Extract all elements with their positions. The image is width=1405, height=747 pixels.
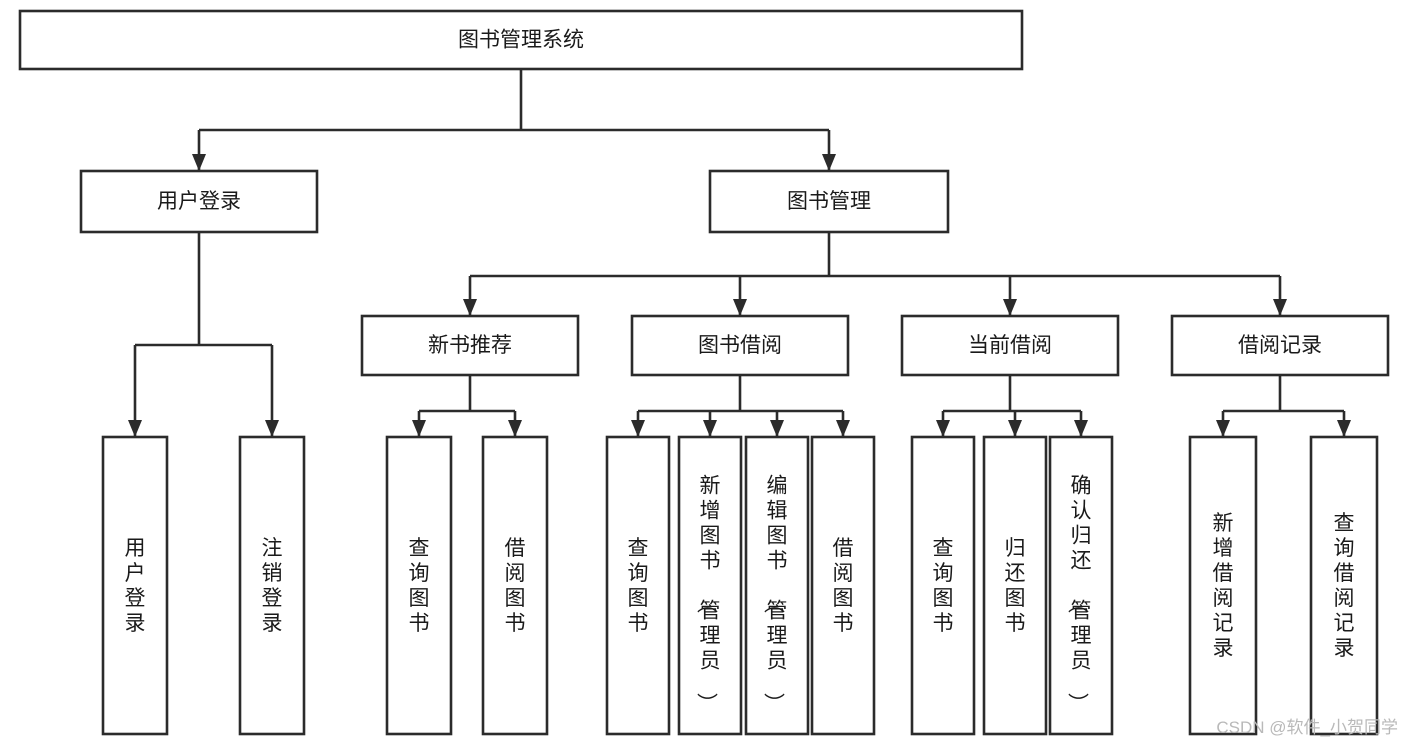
connector-lines-group [128, 69, 1351, 437]
csdn-watermark: CSDN @软件_小贺同学 [1216, 718, 1398, 737]
node-level3-当前借阅[interactable]: 当前借阅 [900, 314, 1120, 377]
node-box-rect [101, 435, 169, 736]
node-label: 归还图书 [1005, 537, 1026, 635]
node-label: 借阅图书 [505, 537, 526, 635]
node-label: 新书推荐 [428, 334, 512, 357]
node-leaf-归还图书[interactable]: 归还图书 [982, 435, 1048, 736]
node-box-rect [238, 435, 306, 736]
node-label: 注销登录 [262, 537, 283, 635]
arrow-down-icon [1074, 420, 1088, 437]
node-box-rect [744, 435, 810, 736]
node-box-rect [360, 314, 580, 377]
node-label: 新增借阅记录 [1213, 512, 1234, 660]
node-box-rect [481, 435, 549, 736]
node-root-图书管理系统[interactable]: 图书管理系统 [18, 9, 1024, 71]
node-label: 借阅图书 [833, 537, 854, 635]
node-leaf-查询图书[interactable]: 查询图书 [910, 435, 976, 736]
arrow-down-icon [1337, 420, 1351, 437]
node-boxes-group: 图书管理系统用户登录图书管理新书推荐图书借阅当前借阅借阅记录用户登录注销登录查询… [18, 9, 1390, 736]
node-label: 查询借阅记录 [1334, 512, 1355, 660]
node-box-rect [1170, 314, 1390, 377]
node-label: 用户登录 [157, 190, 241, 213]
arrow-down-icon [1273, 299, 1287, 316]
node-box-rect [605, 435, 671, 736]
node-label: 图书借阅 [698, 334, 782, 357]
arrow-down-icon [1216, 420, 1230, 437]
node-leaf-查询借阅记录[interactable]: 查询借阅记录 [1309, 435, 1379, 736]
node-level3-图书借阅[interactable]: 图书借阅 [630, 314, 850, 377]
arrow-down-icon [770, 420, 784, 437]
node-level3-借阅记录[interactable]: 借阅记录 [1170, 314, 1390, 377]
node-leaf-注销登录[interactable]: 注销登录 [238, 435, 306, 736]
node-leaf-借阅图书[interactable]: 借阅图书 [481, 435, 549, 736]
node-level3-新书推荐[interactable]: 新书推荐 [360, 314, 580, 377]
arrow-down-icon [936, 420, 950, 437]
node-label: 图书管理 [787, 190, 871, 213]
node-leaf-用户登录[interactable]: 用户登录 [101, 435, 169, 736]
node-label: 借阅记录 [1238, 334, 1322, 357]
arrow-down-icon [412, 420, 426, 437]
node-level2-用户登录[interactable]: 用户登录 [79, 169, 319, 234]
arrow-down-icon [822, 154, 836, 171]
arrow-down-icon [463, 299, 477, 316]
node-box-rect [18, 9, 1024, 71]
node-label: 图书管理系统 [458, 29, 584, 52]
node-box-rect [910, 435, 976, 736]
node-label: 编辑图书（管理员） [762, 475, 788, 714]
node-box-rect [900, 314, 1120, 377]
node-leaf-查询图书[interactable]: 查询图书 [605, 435, 671, 736]
arrow-down-icon [508, 420, 522, 437]
node-label: 用户登录 [125, 537, 146, 635]
node-leaf-编辑图书管理员[interactable]: 编辑图书（管理员） [744, 435, 810, 736]
arrow-down-icon [1008, 420, 1022, 437]
node-box-rect [1048, 435, 1114, 736]
arrow-down-icon [836, 420, 850, 437]
node-label: 查询图书 [933, 537, 954, 635]
arrow-down-icon [192, 154, 206, 171]
node-box-rect [385, 435, 453, 736]
node-leaf-新增借阅记录[interactable]: 新增借阅记录 [1188, 435, 1258, 736]
node-leaf-新增图书管理员[interactable]: 新增图书（管理员） [677, 435, 743, 736]
node-box-rect [677, 435, 743, 736]
node-label: 当前借阅 [968, 334, 1052, 357]
node-box-rect [1188, 435, 1258, 736]
node-label: 确认归还（管理员） [1066, 475, 1092, 714]
arrow-down-icon [631, 420, 645, 437]
arrow-down-icon [733, 299, 747, 316]
arrow-down-icon [265, 420, 279, 437]
node-box-rect [708, 169, 950, 234]
node-label: 查询图书 [409, 537, 430, 635]
arrow-down-icon [128, 420, 142, 437]
node-label: 查询图书 [628, 537, 649, 635]
node-box-rect [630, 314, 850, 377]
node-box-rect [982, 435, 1048, 736]
arrow-down-icon [1003, 299, 1017, 316]
node-box-rect [79, 169, 319, 234]
node-box-rect [1309, 435, 1379, 736]
arrow-down-icon [703, 420, 717, 437]
node-leaf-确认归还管理员[interactable]: 确认归还（管理员） [1048, 435, 1114, 736]
node-label: 新增图书（管理员） [695, 475, 721, 714]
node-leaf-查询图书[interactable]: 查询图书 [385, 435, 453, 736]
node-box-rect [810, 435, 876, 736]
node-level2-图书管理[interactable]: 图书管理 [708, 169, 950, 234]
node-leaf-借阅图书[interactable]: 借阅图书 [810, 435, 876, 736]
